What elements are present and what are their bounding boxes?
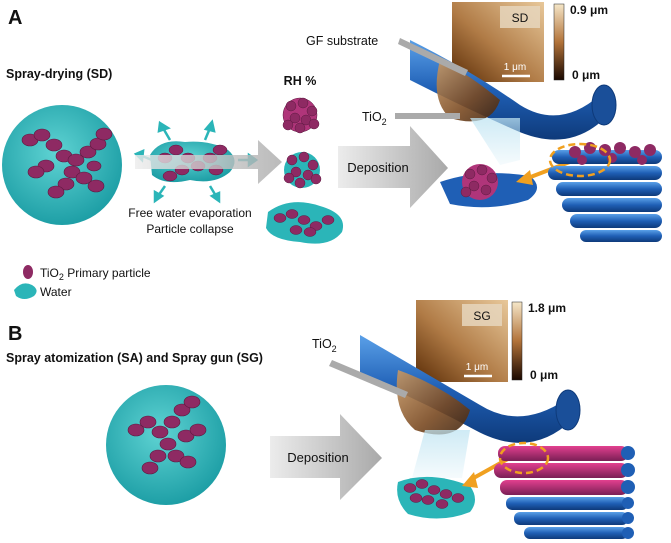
afm-tag-box-sd: [500, 6, 540, 28]
zoom-arrow-head-a: [516, 170, 533, 185]
panel-b-heading: Spray atomization (SA) and Spray gun (SG…: [6, 351, 263, 365]
deposition-label-b: Deposition: [287, 450, 348, 465]
flat-aggregate: [266, 202, 344, 244]
particle-chain-b: [127, 395, 207, 475]
process-arrow-a: [135, 140, 282, 184]
colorbar-max-sd: 0.9 μm: [570, 3, 608, 17]
particle-chain-a: [21, 127, 113, 199]
fiber-end-a: [591, 84, 617, 126]
colorbar-sg: [511, 301, 523, 381]
legend-particle-icon: [23, 265, 33, 279]
fiber-end-b: [555, 389, 581, 431]
panel-a-heading: Spray-drying (SD): [6, 67, 112, 81]
deposition-arrow-a: [338, 126, 448, 208]
partial-aggregate: [283, 151, 322, 189]
afm-tag-sd: SD: [512, 11, 529, 25]
panel-a-letter: A: [8, 7, 22, 29]
afm-tag-box-sg: [462, 304, 502, 326]
colorbar-max-sg: 1.8 μm: [528, 301, 566, 315]
zoom-cone-b: [412, 430, 470, 478]
tio2-film-a: [436, 60, 500, 122]
afm-tag-sg: SG: [473, 309, 490, 323]
zoom-cone-a: [470, 118, 520, 165]
colorbar-min-sd: 0 μm: [572, 68, 600, 82]
water-droplet-a: [2, 105, 122, 225]
tio2-label-a: TiO2: [362, 110, 387, 127]
deposition-arrow-b: [270, 414, 382, 500]
scale-bar-label-sd: 1 μm: [504, 62, 526, 73]
deposition-label-a: Deposition: [347, 160, 408, 175]
tio2-label-b: TiO2: [312, 337, 337, 354]
tio2-pointer-b: [329, 360, 408, 398]
legend-particle-label: TiO2 Primary particle: [40, 266, 151, 282]
dense-aggregate: [282, 97, 320, 134]
colorbar-min-sg: 0 μm: [530, 368, 558, 382]
deposited-aggregate-a: [440, 164, 538, 208]
deposited-film-b: [397, 476, 475, 519]
rh-label: RH %: [284, 74, 317, 88]
scale-bar-label-sg: 1 μm: [466, 362, 488, 373]
gf-substrate-label: GF substrate: [306, 34, 378, 48]
fiber-bundle-b: [494, 441, 635, 539]
legend-water-label: Water: [40, 285, 72, 299]
panel-b-letter: B: [8, 323, 22, 345]
gf-substrate-pointer: [398, 38, 468, 76]
zoom-arrow-head-b: [462, 472, 478, 488]
legend-water-icon: [14, 283, 37, 299]
tio2-pointer-a: [395, 113, 460, 119]
caption-line-2: Particle collapse: [146, 222, 234, 236]
fiber-bundle-a: [548, 142, 662, 242]
caption-line-1: Free water evaporation: [128, 206, 251, 220]
tio2-film-b: [396, 370, 470, 435]
colorbar-sd: [553, 3, 565, 81]
